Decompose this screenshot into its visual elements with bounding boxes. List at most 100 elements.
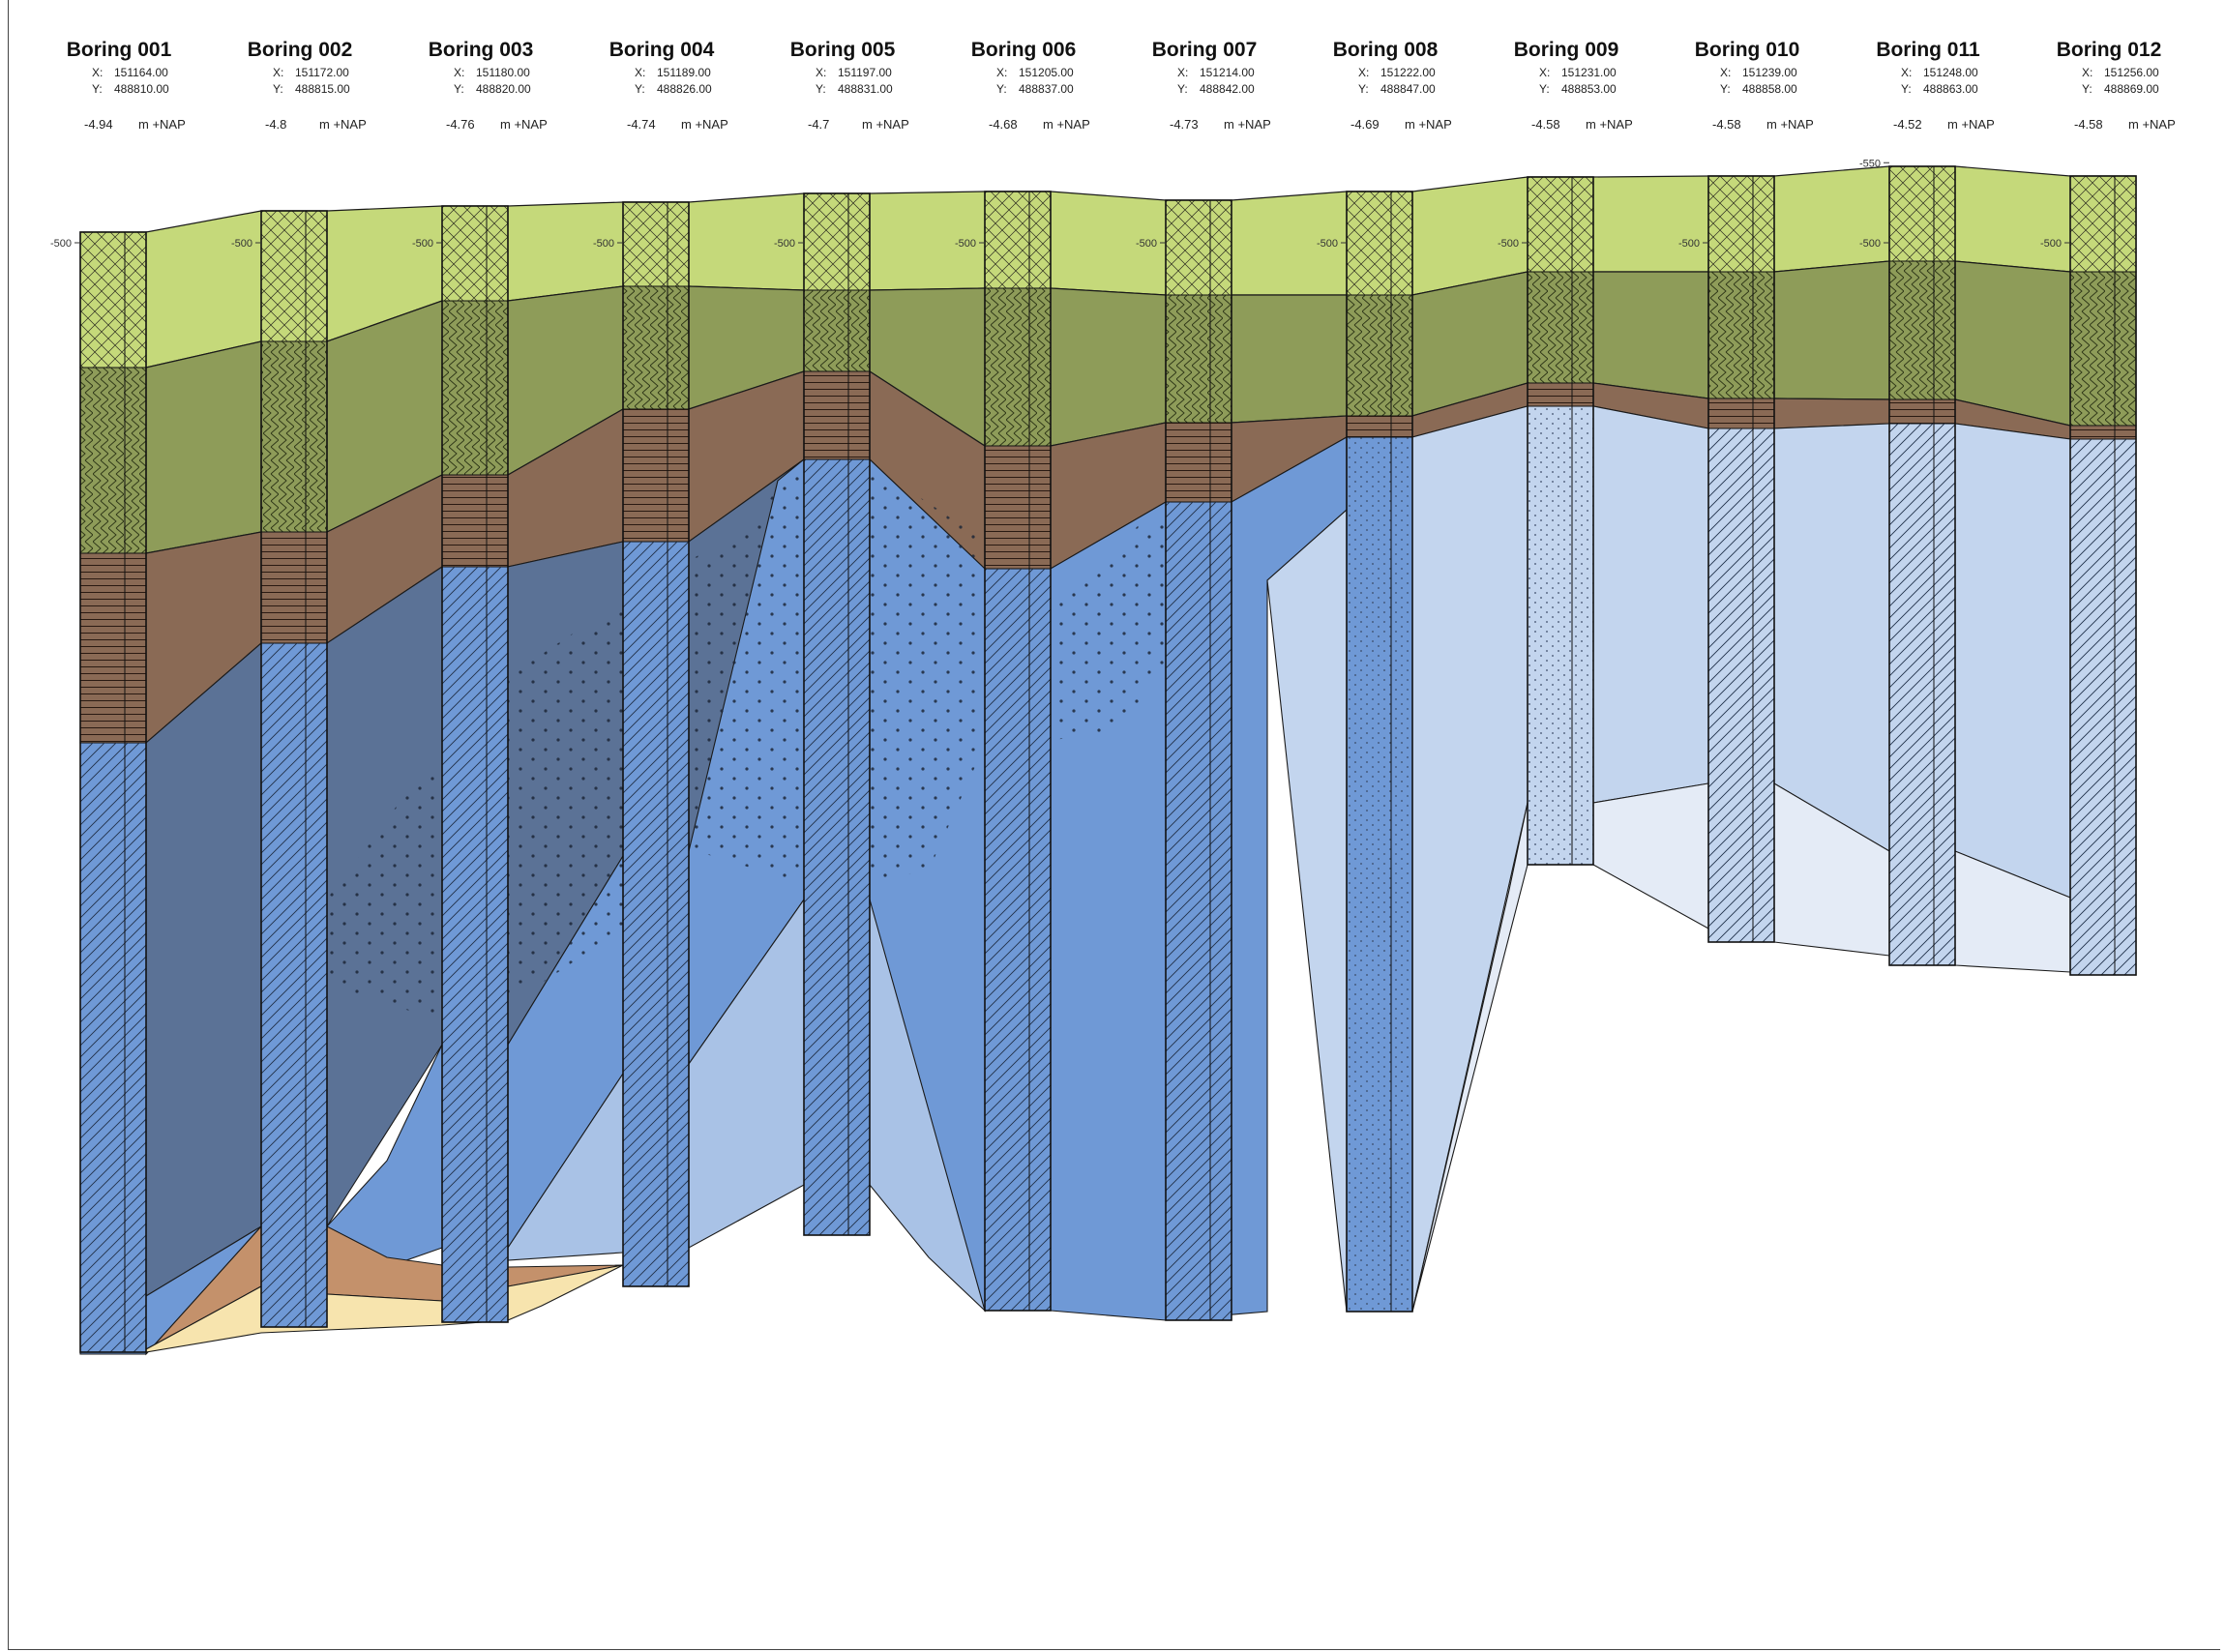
- elevation-unit: m +NAP: [681, 117, 728, 132]
- stratum-hatch: [985, 569, 1051, 1311]
- column-outline: [1165, 199, 1232, 1321]
- x-coordinate: 151180.00: [476, 66, 530, 79]
- boring-title: Boring 004: [609, 39, 715, 61]
- elevation-unit: m +NAP: [1766, 117, 1814, 132]
- elevation-unit: m +NAP: [1947, 117, 1995, 132]
- boring-title: Boring 008: [1333, 39, 1439, 61]
- column-outline: [260, 210, 328, 1328]
- boring-column: -500: [774, 192, 871, 1236]
- stratum-hatch: [804, 290, 870, 371]
- stratum-hatch: [1708, 272, 1774, 398]
- boring-title: Boring 001: [67, 39, 172, 61]
- stratum-hatch: [804, 459, 870, 1235]
- depth-tick-label: -500: [231, 238, 252, 250]
- elevation-unit: m +NAP: [500, 117, 548, 132]
- y-coordinate: 488810.00: [114, 82, 169, 96]
- stratum-hatch: [1347, 437, 1412, 1312]
- y-label: Y:: [454, 82, 464, 96]
- stratum-hatch: [1889, 166, 1955, 261]
- y-coordinate: 488858.00: [1742, 82, 1797, 96]
- depth-tick-label: -500: [50, 238, 72, 250]
- depth-tick-label: -500: [412, 238, 433, 250]
- boring-column: -500: [955, 191, 1052, 1312]
- y-label: Y:: [1901, 82, 1912, 96]
- stratum-hatch: [261, 532, 327, 643]
- stratum-hatch: [261, 341, 327, 532]
- depth-tick-label: -500: [1678, 238, 1700, 250]
- stratum-hatch: [442, 301, 508, 475]
- y-label: Y:: [635, 82, 645, 96]
- stratum-hatch: [1166, 200, 1232, 295]
- x-label: X:: [273, 66, 283, 79]
- column-outline: [1707, 175, 1775, 943]
- stratum-hatch: [1528, 272, 1593, 383]
- surface-elevation: -4.7: [808, 117, 829, 132]
- stratum-hatch: [442, 475, 508, 567]
- depth-tick-label: -500: [774, 238, 795, 250]
- y-label: Y:: [92, 82, 103, 96]
- elevation-unit: m +NAP: [138, 117, 186, 132]
- y-coordinate: 488847.00: [1380, 82, 1436, 96]
- x-label: X:: [1720, 66, 1731, 79]
- surface-elevation: -4.58: [1531, 117, 1560, 132]
- boring-title: Boring 009: [1514, 39, 1619, 61]
- stratum-hatch: [1528, 383, 1593, 406]
- y-coordinate: 488831.00: [838, 82, 893, 96]
- stratum-hatch: [80, 553, 146, 743]
- y-label: Y:: [273, 82, 283, 96]
- stratum-hatch: [2070, 439, 2136, 975]
- elevation-unit: m +NAP: [862, 117, 909, 132]
- stratum-hatch: [80, 232, 146, 368]
- surface-elevation: -4.76: [446, 117, 475, 132]
- stratum-hatch: [623, 286, 689, 409]
- surface-elevation: -4.58: [2074, 117, 2103, 132]
- boring-title: Boring 005: [790, 39, 896, 61]
- stratum-hatch: [804, 371, 870, 459]
- x-coordinate: 151189.00: [657, 66, 711, 79]
- y-label: Y:: [1720, 82, 1731, 96]
- depth-tick-label: -500: [1859, 238, 1881, 250]
- stratum-hatch: [1347, 192, 1412, 295]
- stratum-hatch: [2070, 272, 2136, 426]
- x-label: X:: [1358, 66, 1369, 79]
- column-outline: [79, 231, 147, 1353]
- stratum-hatch: [80, 743, 146, 1352]
- stratum-hatch: [623, 409, 689, 542]
- stratum-hatch: [623, 542, 689, 1286]
- elevation-unit: m +NAP: [319, 117, 367, 132]
- depth-tick-label: -500: [593, 238, 614, 250]
- elevation-unit: m +NAP: [2128, 117, 2176, 132]
- surface-elevation: -4.68: [989, 117, 1018, 132]
- x-label: X:: [635, 66, 645, 79]
- column-outline: [803, 192, 871, 1236]
- stratum-hatch: [1166, 295, 1232, 423]
- surface-elevation: -4.52: [1893, 117, 1922, 132]
- y-coordinate: 488853.00: [1561, 82, 1617, 96]
- surface-elevation: -4.69: [1350, 117, 1380, 132]
- column-outline: [2069, 175, 2137, 976]
- surface-elevation: -4.8: [265, 117, 286, 132]
- stratum-hatch: [1347, 416, 1412, 437]
- column-outline: [984, 191, 1052, 1312]
- column-outline: [441, 205, 509, 1323]
- stratum-hatch: [1528, 406, 1593, 865]
- stratum-hatch: [2070, 176, 2136, 272]
- x-coordinate: 151164.00: [114, 66, 168, 79]
- x-coordinate: 151205.00: [1019, 66, 1074, 79]
- y-label: Y:: [1177, 82, 1188, 96]
- x-coordinate: 151256.00: [2104, 66, 2159, 79]
- boring-title: Boring 002: [248, 39, 353, 61]
- boring-title: Boring 012: [2057, 39, 2162, 61]
- x-coordinate: 151239.00: [1742, 66, 1797, 79]
- stratum-hatch: [1166, 502, 1232, 1320]
- stratum-hatch: [442, 206, 508, 301]
- y-coordinate: 488837.00: [1019, 82, 1074, 96]
